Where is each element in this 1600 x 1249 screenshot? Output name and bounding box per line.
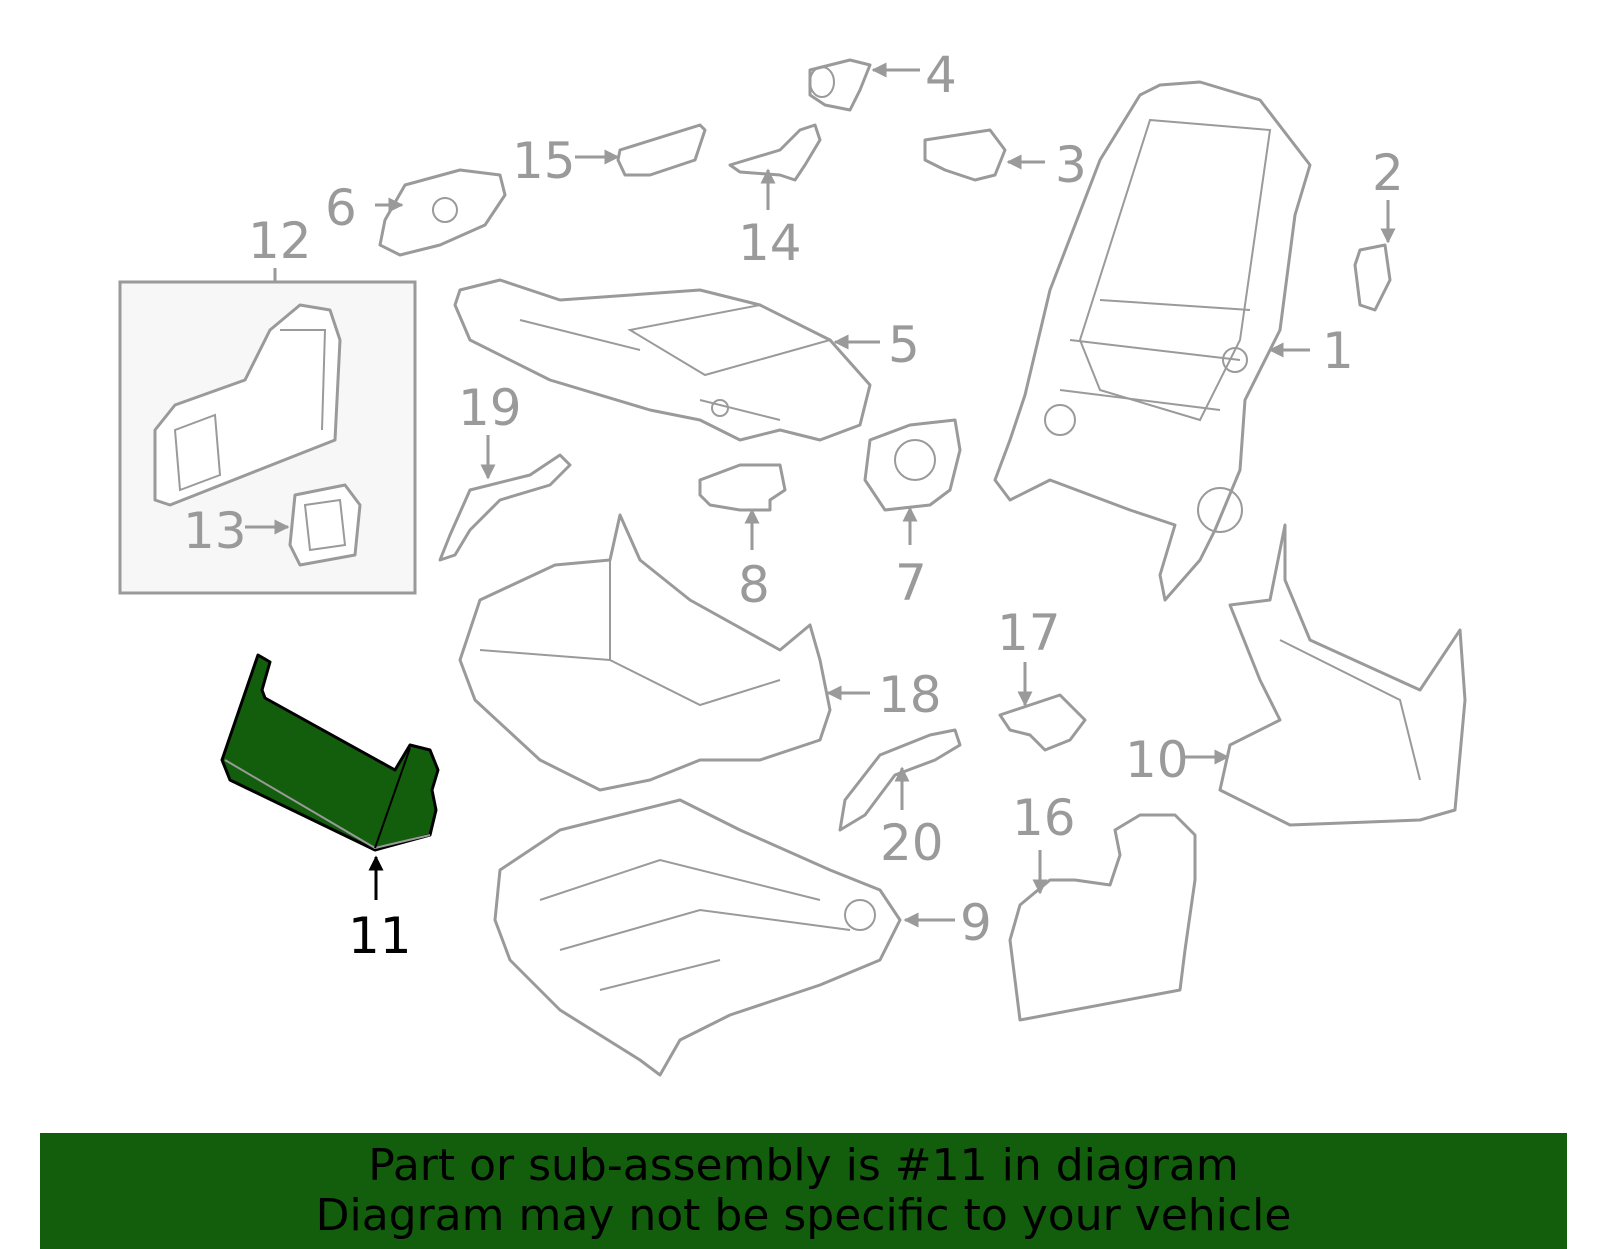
callout-9: 9	[960, 894, 992, 952]
part-6-recliner	[378, 168, 507, 257]
part-16-panel	[1008, 813, 1197, 1022]
parts-diagram: 1 2 3 4 5 6 7 8 9 10 11 12 13 14 15 16 1…	[118, 46, 1467, 1077]
part-1-seatback-frame	[993, 80, 1312, 602]
callout-8: 8	[738, 556, 770, 614]
part-20-trim	[838, 728, 962, 832]
part-7-motor	[863, 418, 962, 512]
part-17-clip	[998, 693, 1087, 752]
callout-5: 5	[888, 316, 920, 374]
callout-19: 19	[458, 379, 522, 437]
part-9-seat-frame	[493, 798, 902, 1077]
callout-6: 6	[325, 179, 357, 237]
banner-line-2: Diagram may not be specific to your vehi…	[315, 1190, 1292, 1241]
part-11-highlighted	[220, 653, 440, 852]
part-12-side-panel	[153, 303, 342, 507]
callout-4: 4	[925, 46, 957, 104]
callout-15: 15	[512, 132, 576, 190]
part-12-group	[118, 268, 417, 595]
banner-line-1: Part or sub-assembly is #11 in diagram	[368, 1140, 1239, 1191]
part-14-lever	[728, 123, 822, 182]
callout-3: 3	[1055, 136, 1087, 194]
callout-10: 10	[1125, 731, 1189, 789]
part-13-bracket	[288, 483, 362, 567]
callout-16: 16	[1012, 789, 1076, 847]
callout-1: 1	[1322, 322, 1354, 380]
part-3-bracket	[923, 128, 1007, 182]
callout-12: 12	[248, 212, 312, 270]
part-8-bracket	[698, 463, 787, 512]
callout-7: 7	[895, 554, 927, 612]
callout-11: 11	[348, 907, 412, 965]
info-banner: Part or sub-assembly is #11 in diagram D…	[40, 1133, 1567, 1249]
callout-20: 20	[880, 814, 944, 872]
callout-18: 18	[878, 666, 942, 724]
part-19-cover	[438, 453, 572, 562]
callout-13: 13	[183, 502, 247, 560]
callout-2: 2	[1372, 144, 1404, 202]
part-15-trim	[616, 123, 707, 177]
part-10-shield	[1218, 523, 1467, 827]
part-5-cushion-frame	[453, 278, 872, 442]
part-2-clip	[1353, 243, 1392, 312]
callout-17: 17	[997, 604, 1061, 662]
part-18-tray	[458, 513, 832, 792]
callout-14: 14	[738, 214, 802, 272]
